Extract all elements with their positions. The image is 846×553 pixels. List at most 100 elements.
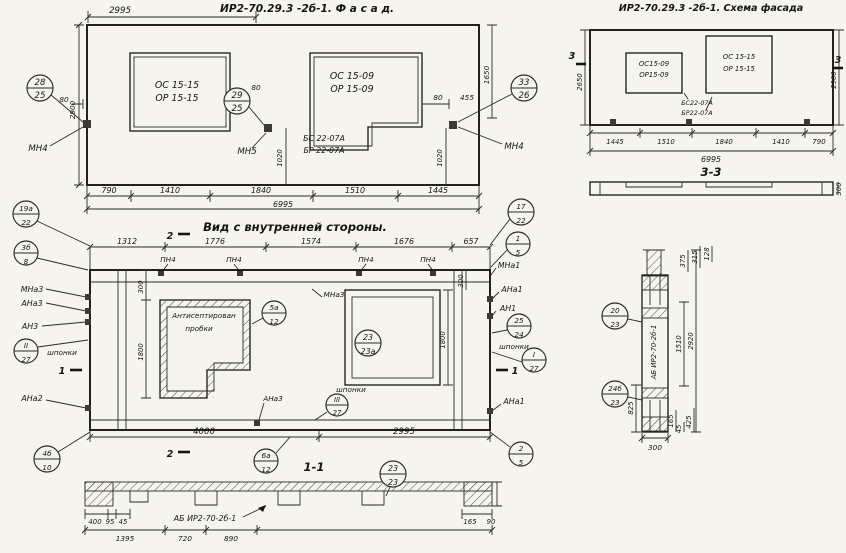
sec22-hatch-1	[641, 275, 669, 291]
sec22-left-dim-line	[631, 384, 641, 433]
dim-455-line	[421, 99, 450, 109]
anchor-square	[264, 124, 272, 132]
leader-mn5	[251, 132, 267, 149]
sec22-hatch-3	[641, 387, 669, 399]
svg-text:27: 27	[529, 364, 539, 373]
inner-chain-1676: 1676	[394, 237, 414, 246]
svg-text:27: 27	[333, 409, 342, 417]
label-ana1-right-bottom: АНа1	[502, 397, 524, 406]
scheme-window-right	[705, 35, 773, 94]
section-1-1-title: 1-1	[304, 460, 325, 474]
svg-text:33: 33	[519, 78, 530, 88]
scheme-block-mark1: БС22-07А	[681, 99, 713, 107]
cut2-mark-bottom: 2	[167, 449, 174, 460]
label-mna1: МНа1	[498, 261, 521, 270]
dim-2920: 2920	[687, 332, 695, 350]
scheme-chain-1445: 1445	[606, 138, 624, 146]
callout-5a-12: 5а 12	[251, 300, 287, 326]
facade-dim-2995-line	[84, 11, 260, 23]
anchor-square	[85, 308, 91, 314]
callout-25-24: 25 24	[491, 313, 532, 339]
label-pn4-3: ПН4	[358, 255, 374, 264]
dim-80-left: 80	[59, 95, 69, 104]
svg-text:5: 5	[516, 248, 521, 257]
svg-text:23: 23	[610, 320, 620, 329]
right-label-leaders	[490, 267, 502, 412]
dim-720: 720	[178, 534, 192, 543]
svg-text:6а: 6а	[261, 451, 270, 460]
inner-window-left-hatch	[160, 300, 250, 398]
svg-text:23: 23	[388, 464, 398, 473]
svg-text:1: 1	[516, 234, 521, 243]
facade-dim-2995: 2995	[109, 6, 131, 16]
anchor-square	[237, 270, 243, 276]
callout-33-26: 33 26	[457, 74, 538, 123]
facade-bottom-chain	[83, 185, 483, 214]
svg-text:25: 25	[514, 316, 524, 325]
facade-chain-790: 790	[101, 186, 116, 195]
section-1-1-view: 23 23 АБ ИР2-70-2б-1 400 95 45 1395 720 …	[81, 460, 502, 543]
inner-chain-1574: 1574	[301, 237, 321, 246]
inner-bottom-chain	[86, 430, 494, 442]
dim-right-lines	[443, 269, 471, 386]
facade-panel-outline	[86, 24, 480, 186]
dim-825: 825	[627, 401, 635, 414]
anchor-square	[487, 313, 493, 319]
sec11-end-left	[84, 481, 114, 507]
svg-text:5: 5	[519, 458, 524, 467]
label-pn4-1: ПН4	[160, 255, 176, 264]
label-mna3-inner: МНа3	[324, 290, 345, 299]
svg-text:8: 8	[24, 257, 29, 266]
label-shponki-left: шпонки	[47, 348, 77, 357]
svg-text:II: II	[24, 341, 28, 350]
dim-1395: 1395	[116, 534, 135, 543]
scheme-block-mark2: БР22-07А	[681, 109, 712, 117]
dim-300-sec22: 300	[648, 443, 662, 452]
scheme-window-right-mark1: ОС 15-15	[723, 53, 755, 61]
facade-chain-1510: 1510	[345, 186, 365, 195]
label-pn4-4: ПН4	[420, 255, 436, 264]
anchor-square	[356, 270, 362, 276]
anchor-square	[610, 119, 616, 125]
inner-panel-ribs	[90, 270, 490, 430]
inner-window-right	[344, 289, 441, 386]
facade-window-left-mark1: ОС 15-15	[155, 80, 199, 91]
dim-80-mid: 80	[251, 83, 261, 92]
scheme-view: ИР2-70.29.3 -2б-1. Схема фасада ОС15-09 …	[569, 2, 844, 196]
anchor-square	[85, 319, 91, 325]
cut2-mark-top: 2	[167, 231, 174, 242]
dim-455: 455	[460, 93, 474, 102]
cut1-mark-left: 1	[59, 366, 66, 377]
cut3-mark-right: 3	[835, 55, 842, 66]
facade-window-left	[129, 52, 231, 132]
dim-90: 90	[487, 518, 496, 526]
anchor-square	[487, 296, 493, 302]
sec11-arrowhead	[258, 505, 266, 512]
label-ana3-inner: АНа3	[262, 394, 283, 403]
facade-chain-1445: 1445	[428, 186, 448, 195]
left-label-leaders	[41, 288, 87, 409]
sec22-hatch-4	[641, 416, 669, 432]
scheme-chain-1840: 1840	[715, 138, 733, 146]
dim-2900: 2900	[68, 100, 77, 119]
sec11-dims-row2-line	[81, 525, 496, 535]
dim-375: 375	[679, 254, 687, 267]
inner-view: Вид с внутренней стороны. 2 2 1312 1776 …	[12, 198, 547, 474]
inner-chain-657: 657	[463, 237, 478, 246]
inner-title: Вид с внутренней стороны.	[203, 220, 387, 234]
facade-window-left-mark2: ОР 15-15	[155, 93, 198, 104]
anchor-square	[430, 270, 436, 276]
label-mn4-right: МН4	[504, 142, 523, 152]
inner-window-left-inner	[166, 306, 244, 392]
facade-total-6995: 6995	[273, 200, 293, 209]
note-antiseptic-1: Антисептирован	[171, 311, 236, 320]
sec11-slab	[84, 481, 493, 492]
dim-890: 890	[224, 534, 238, 543]
callout-6a-12: 6а 12	[253, 436, 291, 474]
callout-1-5: 1 5	[489, 231, 531, 269]
label-an3: АН3	[21, 322, 38, 331]
label-shponki-mid: шпонки	[336, 385, 366, 394]
sec11-end-right	[463, 481, 493, 507]
anchor-square	[254, 420, 260, 426]
